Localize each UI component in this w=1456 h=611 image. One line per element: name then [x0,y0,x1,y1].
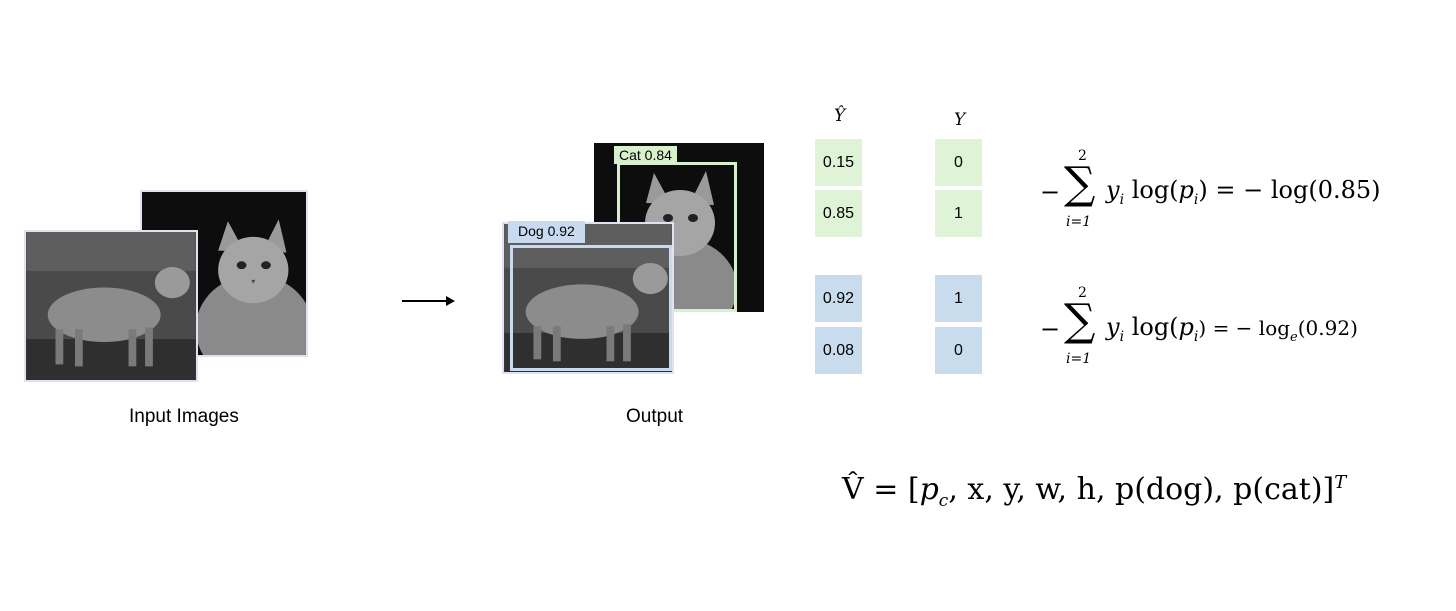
dog-photo-graphic [26,232,196,380]
cat-loss-formula: − 2 ∑ i=1 yi log(pi) = − log(0.85) [1040,148,1400,238]
y-term: y [1106,313,1120,341]
dog-detection-label: Dog 0.92 [508,221,585,243]
dog-truth-value-1: 0 [935,327,982,374]
output-caption: Output [626,406,683,428]
dog-pred-value-0: 0.92 [815,275,862,322]
dog-bounding-box [510,245,672,371]
sum-lower-limit: i=1 [1066,214,1091,230]
dog-pred-value-1: 0.08 [815,327,862,374]
loss-result: ) = − log(0.85) [1198,176,1380,204]
log-base-sub: e [1290,330,1298,345]
cat-detection-label: Cat 0.84 [614,146,677,164]
summation-icon: ∑ [1064,299,1095,343]
dog-loss-formula: − 2 ∑ i=1 yi log(pi) = − loge(0.92) [1040,285,1420,375]
minus-sign: − [1040,315,1060,343]
vector-definition-formula: V̂ = [pc, x, y, w, h, p(dog), p(cat)]T [842,472,1346,511]
summation-icon: ∑ [1064,162,1095,206]
pred-column-header: Ŷ [834,106,845,126]
y-sub: i [1120,329,1124,345]
arrow-right-icon [402,293,456,309]
p-term: p [1179,176,1194,204]
log-text: log( [1132,313,1179,341]
truth-column-header: Y [954,110,965,130]
vector-pc: p [920,472,939,507]
sum-lower-limit: i=1 [1066,351,1091,367]
cat-truth-value-0: 0 [935,139,982,186]
input-dog-image [24,230,198,382]
cat-pred-value-0: 0.15 [815,139,862,186]
p-term: p [1179,313,1194,341]
vector-lhs: V̂ = [ [842,472,920,507]
vector-pc-sub: c [939,491,949,511]
dog-truth-value-0: 1 [935,275,982,322]
minus-sign: − [1040,178,1060,206]
y-sub: i [1120,192,1124,208]
y-term: y [1106,176,1120,204]
cat-pred-value-1: 0.85 [815,190,862,237]
transpose-sup: T [1334,472,1346,493]
log-text: log( [1132,176,1179,204]
loss-result-prefix: ) = − log [1198,316,1290,340]
vector-rest: , x, y, w, h, p(dog), p(cat)] [948,472,1334,507]
cat-truth-value-1: 1 [935,190,982,237]
loss-result-suffix: (0.92) [1298,316,1358,340]
input-images-caption: Input Images [129,406,239,428]
